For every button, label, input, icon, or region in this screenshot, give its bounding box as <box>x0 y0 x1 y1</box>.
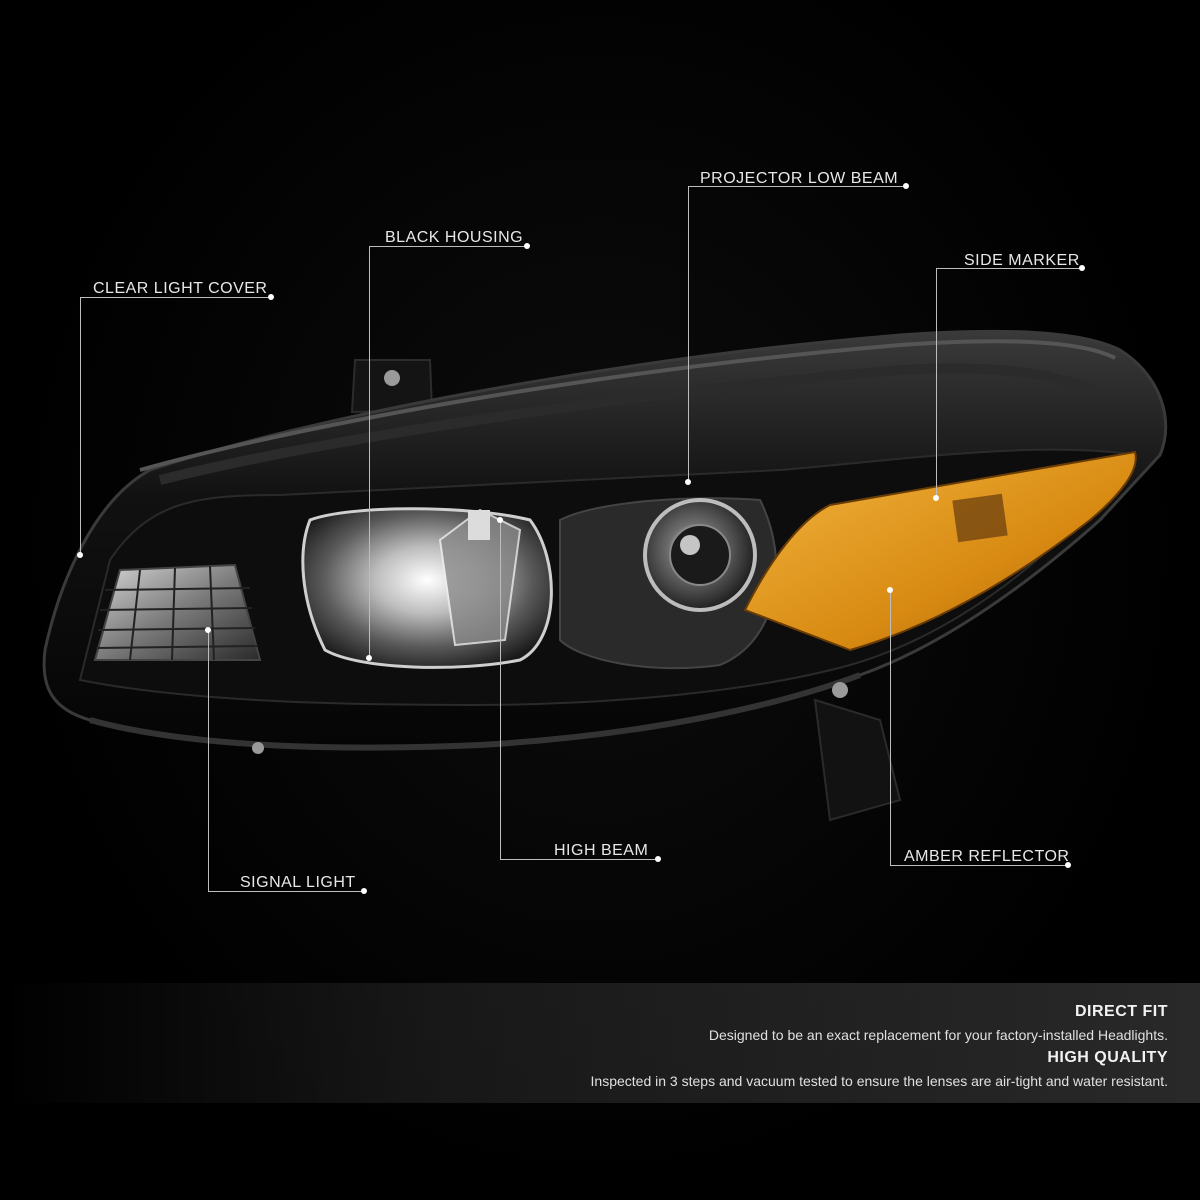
callout-high-beam: HIGH BEAM <box>554 842 649 859</box>
feature-desc-high-quality: Inspected in 3 steps and vacuum tested t… <box>590 1073 1168 1089</box>
feature-title-direct-fit: DIRECT FIT <box>1075 1003 1168 1020</box>
callout-black-housing: BLACK HOUSING <box>385 229 524 246</box>
feature-title-high-quality: HIGH QUALITY <box>1047 1049 1168 1066</box>
feature-info-band: DIRECT FIT Designed to be an exact repla… <box>0 983 1200 1103</box>
callout-clear-light-cover: CLEAR LIGHT COVER <box>93 280 268 297</box>
callout-projector-low-beam: PROJECTOR LOW BEAM <box>700 170 899 187</box>
feature-desc-direct-fit: Designed to be an exact replacement for … <box>708 1027 1168 1043</box>
callout-signal-light: SIGNAL LIGHT <box>240 874 356 891</box>
callout-amber-reflector: AMBER REFLECTOR <box>904 848 1070 865</box>
callout-side-marker: SIDE MARKER <box>964 252 1080 269</box>
